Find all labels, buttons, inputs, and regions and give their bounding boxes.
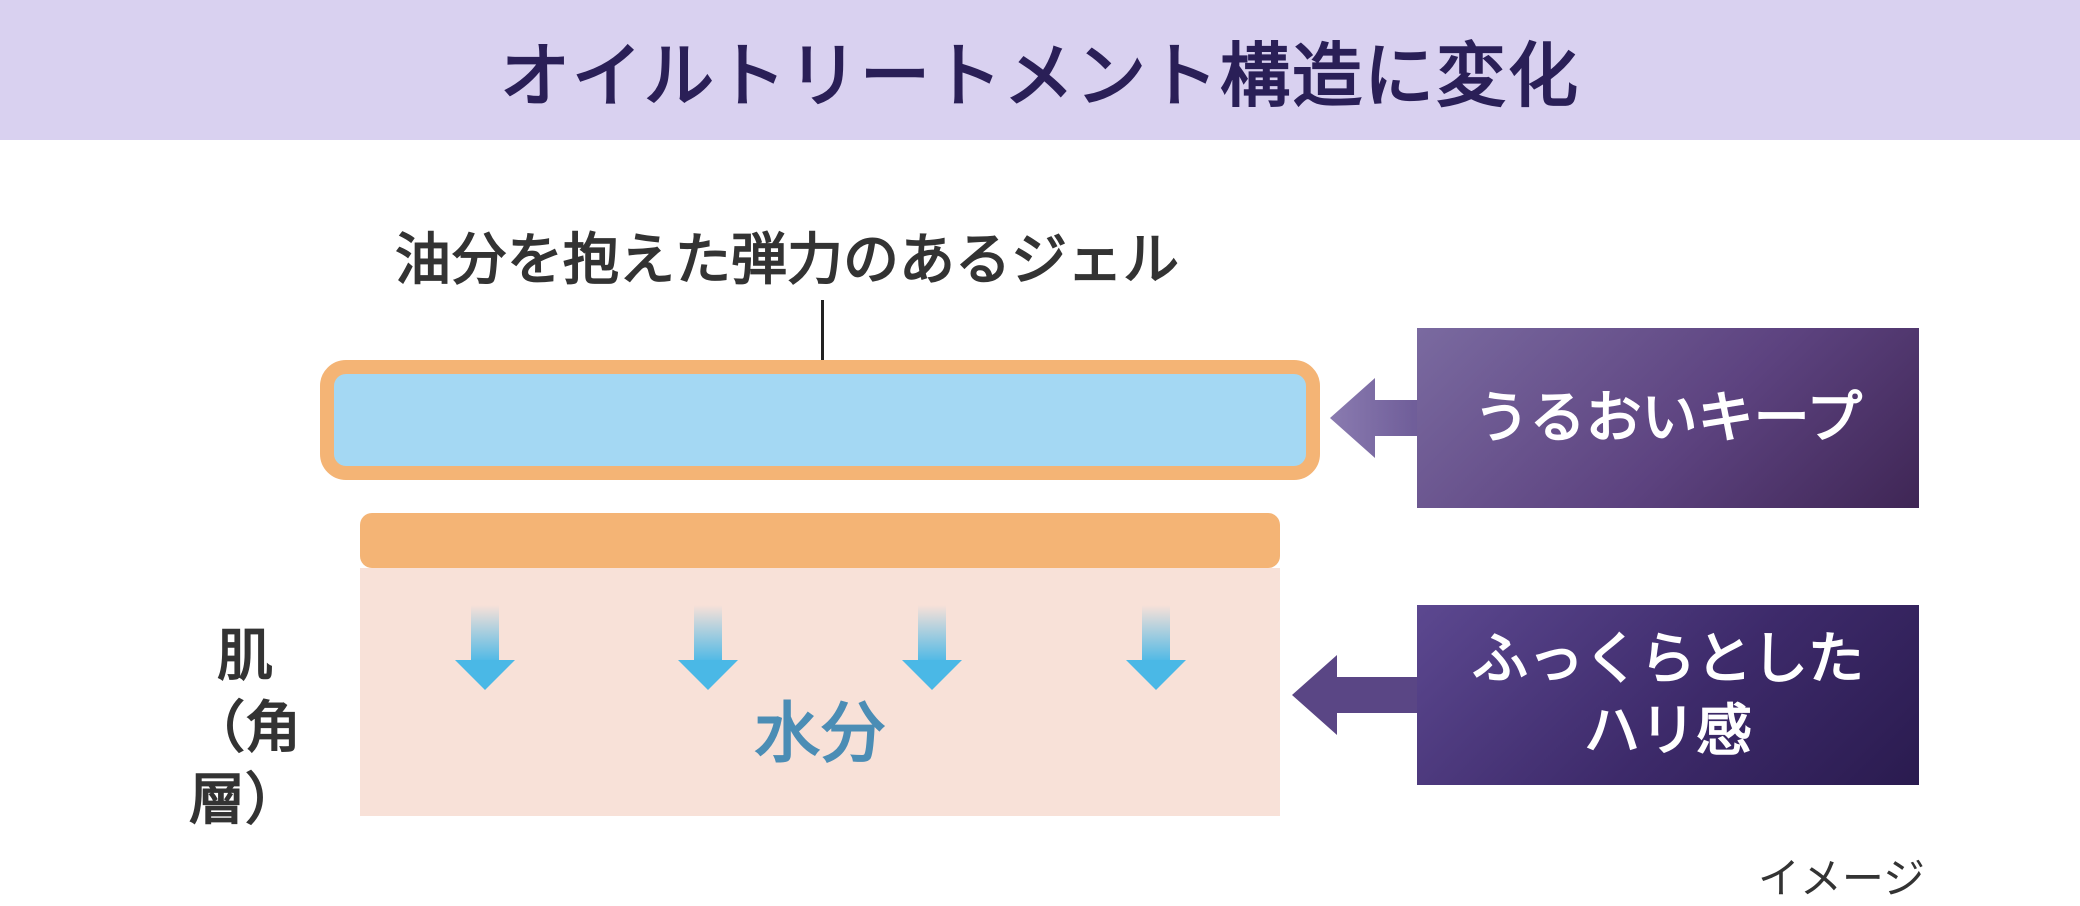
effect-box-moisture: うるおいキープ xyxy=(1417,328,1919,508)
header-banner: オイルトリートメント構造に変化 xyxy=(0,0,2080,140)
oil-film-layer xyxy=(360,513,1280,568)
page-title: オイルトリートメント構造に変化 xyxy=(500,33,1580,117)
down-arrow-icon xyxy=(1126,605,1186,690)
gel-callout-label: 油分を抱えた弾力のあるジェル xyxy=(395,227,1179,293)
down-arrow-icon xyxy=(678,605,738,690)
effect-firmness-line1: ふっくらとした xyxy=(1472,626,1864,692)
skin-label-line1: 肌 xyxy=(217,623,273,689)
skin-label-line2: （角層） xyxy=(189,695,301,833)
skin-layer xyxy=(360,568,1280,816)
skin-label: 肌 （角層） xyxy=(150,620,340,836)
left-arrow-icon xyxy=(1292,655,1420,735)
image-note: イメージ xyxy=(1757,854,1925,903)
down-arrow-icon xyxy=(455,605,515,690)
left-arrow-icon xyxy=(1330,378,1420,458)
down-arrow-icon xyxy=(902,605,962,690)
water-label: 水分 xyxy=(754,694,886,772)
effect-firmness-line2: ハリ感 xyxy=(1584,698,1752,764)
effect-box-firmness: ふっくらとした ハリ感 xyxy=(1417,605,1919,785)
gel-layer xyxy=(320,360,1320,480)
effect-moisture-label: うるおいキープ xyxy=(1473,385,1863,451)
